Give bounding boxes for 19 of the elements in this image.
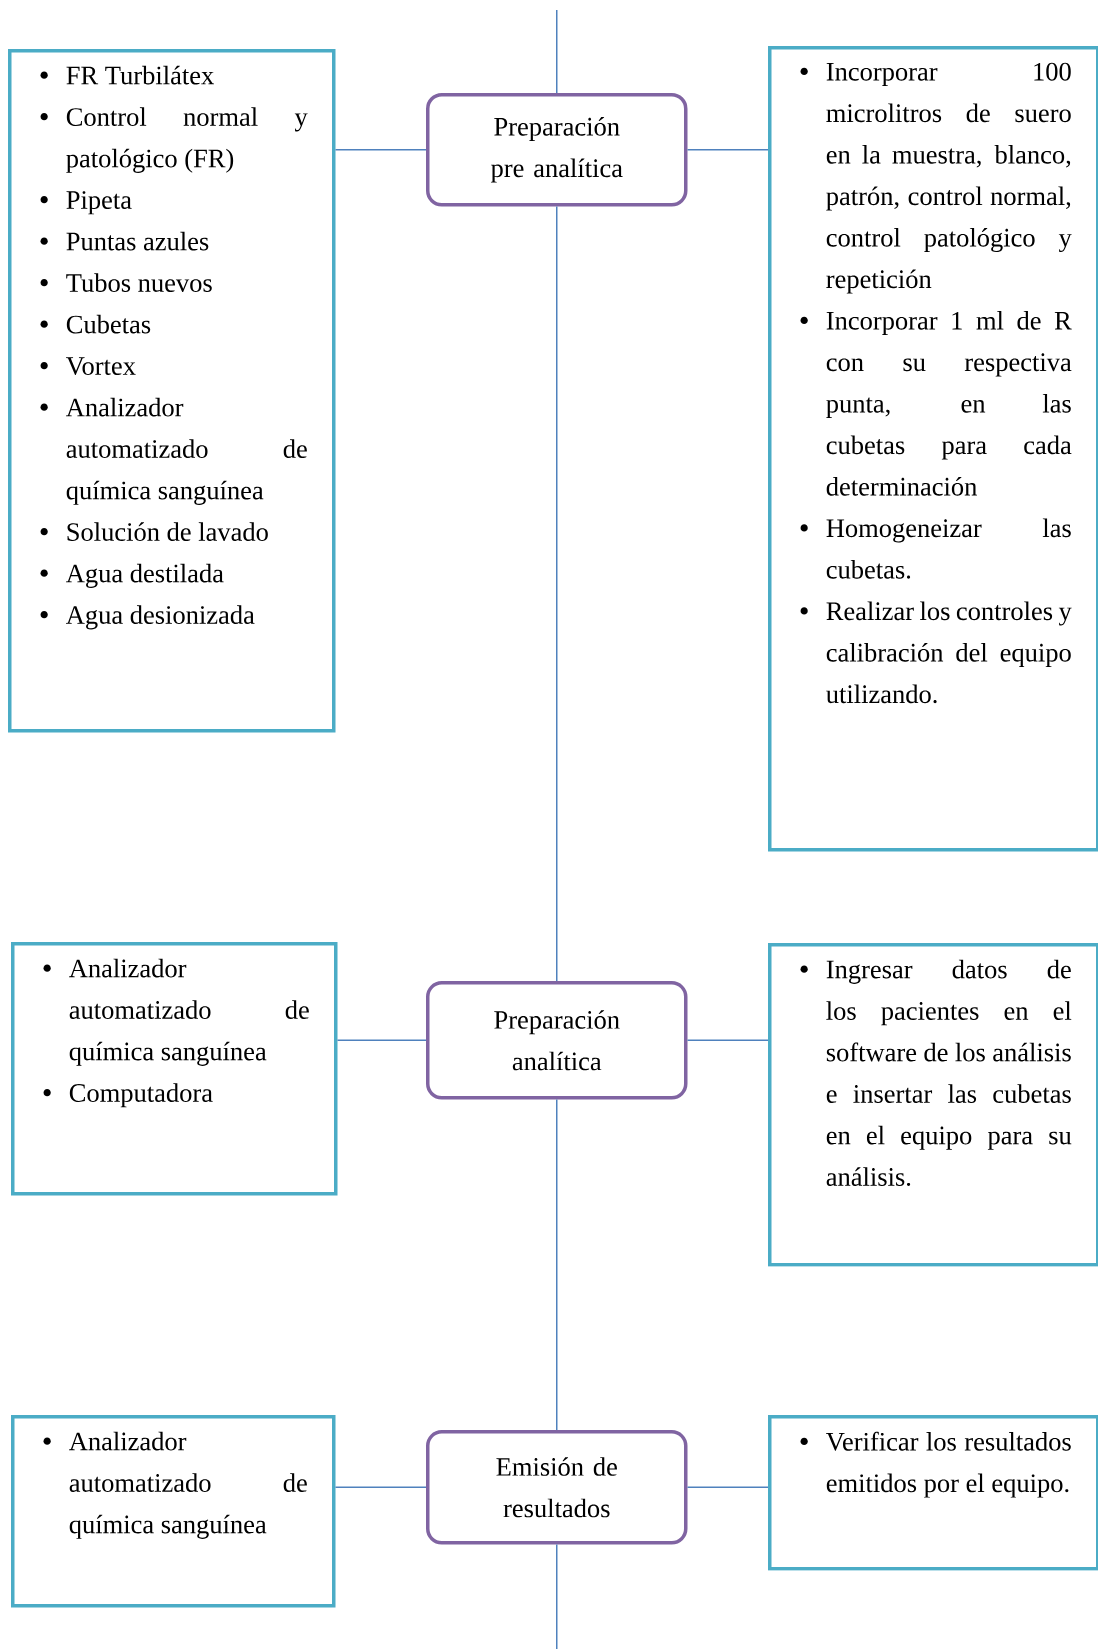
bullet-list-box: Verificar los resultados emitidos por el equipo. — [768, 1415, 1098, 1571]
connector-line — [334, 1486, 427, 1488]
connector-line — [334, 149, 427, 151]
bullet-list-box: Ingresar datos de los pacientes en el software de los análisis e insertar las cubetas en el equipo para su análisis. — [768, 943, 1098, 1267]
bullet-list-box: Analizador automatizado de química sanguínea Computadora — [11, 942, 338, 1196]
step-box: Preparación analítica — [426, 981, 688, 1100]
connector-line — [686, 1039, 769, 1041]
bullet-list-box: FR Turbilátex Control normal y patológico (FR) Pipeta Puntas azules Tubos nuevos Cubetas Vortex Analizador automatizado de química sanguínea Solución de lavado Agua destilada Agua desionizada — [8, 49, 336, 733]
connector-line — [686, 149, 769, 151]
connector-line — [556, 1543, 558, 1649]
connector-line — [556, 9, 558, 94]
connector-line — [686, 1486, 769, 1488]
step-box: Emisión de resultados — [426, 1430, 688, 1545]
step-box: Preparación pre analítica — [426, 93, 688, 207]
bullet-list-box: Analizador automatizado de química sanguínea — [11, 1415, 336, 1608]
bullet-list-box: Incorporar 100 microlitros de suero en la muestra, blanco, patrón, control normal, control patológico y repetición Incorporar 1 ml de R con su respectiva punta, en las cubetas para cada determinación Homogeneizar las cubetas. Realizar los controles y calibración del equipo utilizando. — [768, 46, 1098, 852]
connector-line — [336, 1039, 427, 1041]
connector-line — [556, 205, 558, 982]
connector-line — [556, 1098, 558, 1431]
